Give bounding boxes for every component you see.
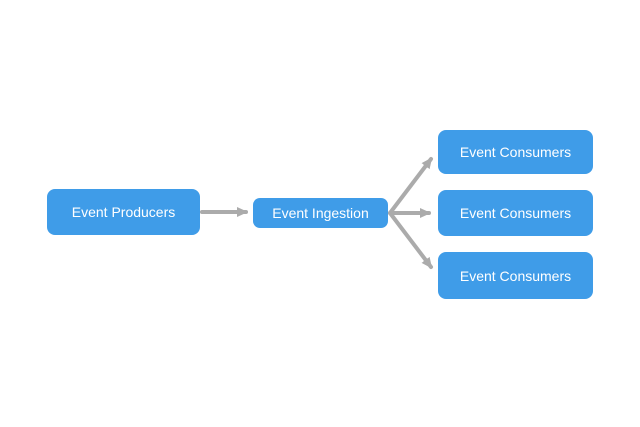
node-event-consumers-3: Event Consumers — [438, 252, 593, 299]
node-label: Event Consumers — [459, 267, 572, 284]
node-event-consumers-2: Event Consumers — [438, 190, 593, 236]
edge-ingestion-to-consumer-3 — [388, 211, 433, 269]
node-label: Event Producers — [71, 204, 176, 220]
node-label: Event Consumers — [459, 144, 572, 160]
node-label: Event Ingestion — [272, 205, 369, 221]
node-event-consumers-1: Event Consumers — [438, 130, 593, 174]
node-label: Event Consumers — [459, 205, 572, 221]
node-event-ingestion: Event Ingestion — [253, 198, 388, 228]
edge-ingestion-to-consumer-1 — [388, 157, 433, 215]
node-event-producers: Event Producers — [47, 189, 200, 235]
